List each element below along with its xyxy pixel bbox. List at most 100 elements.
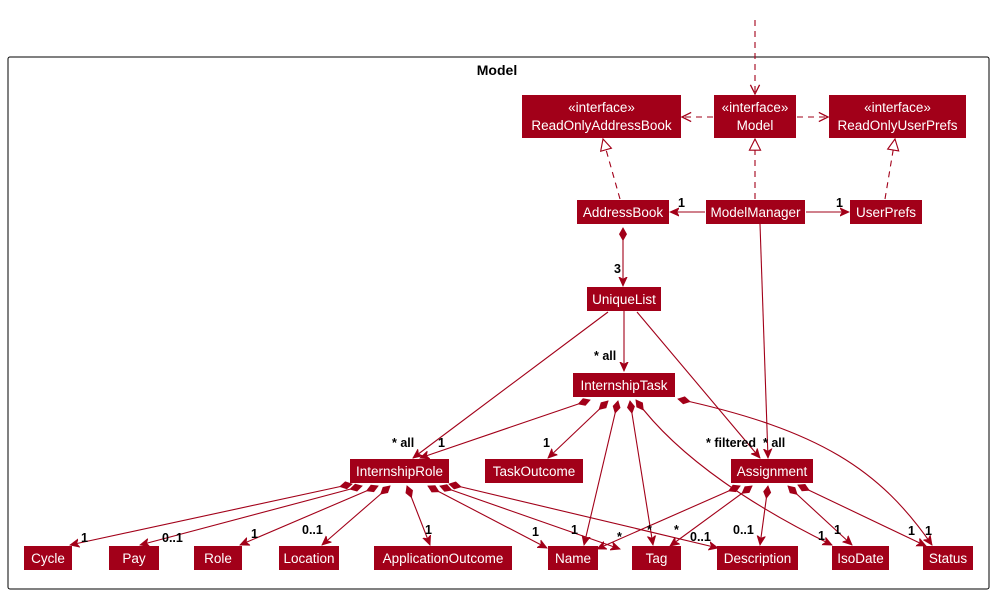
node-role[interactable]: Role bbox=[194, 546, 242, 570]
multiplicity-label: 1 bbox=[678, 196, 685, 210]
node-box bbox=[587, 287, 661, 311]
node-pay[interactable]: Pay bbox=[109, 546, 159, 570]
node-label: Model bbox=[737, 118, 774, 133]
node-box bbox=[573, 373, 675, 397]
multiplicity-label: 1 bbox=[834, 523, 841, 537]
node-application-outcome[interactable]: ApplicationOutcome bbox=[374, 546, 512, 570]
node-box bbox=[717, 546, 798, 570]
multiplicity-label: 1 bbox=[438, 436, 445, 450]
node-stereotype: «interface» bbox=[722, 100, 789, 115]
multiplicity-label: 1 bbox=[908, 524, 915, 538]
multiplicity-label: 3 bbox=[614, 262, 621, 276]
node-box bbox=[714, 95, 796, 138]
node-model[interactable]: «interface» Model bbox=[714, 95, 796, 138]
node-box bbox=[109, 546, 159, 570]
node-box bbox=[731, 459, 813, 483]
node-box bbox=[829, 95, 966, 138]
node-stereotype: «interface» bbox=[864, 100, 931, 115]
node-label: UniqueList bbox=[592, 292, 656, 307]
node-model-manager[interactable]: ModelManager bbox=[706, 200, 805, 224]
node-label: Cycle bbox=[31, 551, 65, 566]
node-read-only-address-book[interactable]: «interface» ReadOnlyAddressBook bbox=[522, 95, 681, 138]
multiplicity-label: * all bbox=[763, 436, 785, 450]
node-box bbox=[24, 546, 72, 570]
node-label: ApplicationOutcome bbox=[383, 551, 504, 566]
multiplicity-label: 1 bbox=[532, 525, 539, 539]
node-label: Description bbox=[724, 551, 792, 566]
node-name[interactable]: Name bbox=[548, 546, 598, 570]
multiplicity-label: 1 bbox=[251, 527, 258, 541]
node-label: Location bbox=[283, 551, 334, 566]
node-box bbox=[577, 200, 669, 224]
node-box bbox=[279, 546, 339, 570]
multiplicity-label: 1 bbox=[836, 196, 843, 210]
multiplicity-label: 1 bbox=[925, 524, 932, 538]
node-label: Pay bbox=[122, 551, 146, 566]
node-box bbox=[485, 459, 583, 483]
node-address-book[interactable]: AddressBook bbox=[577, 200, 669, 224]
node-label: ReadOnlyUserPrefs bbox=[837, 118, 957, 133]
node-label: InternshipTask bbox=[580, 378, 667, 393]
multiplicity-label: * filtered bbox=[706, 436, 756, 450]
node-box bbox=[832, 546, 889, 570]
multiplicity-labels: 1 1 3 * all * all 1 1 * filtered * all 1… bbox=[81, 196, 932, 545]
node-tag[interactable]: Tag bbox=[632, 546, 681, 570]
edges bbox=[70, 20, 932, 549]
package-title: Model bbox=[477, 62, 517, 78]
multiplicity-label: 0..1 bbox=[302, 523, 323, 537]
node-stereotype: «interface» bbox=[568, 100, 635, 115]
multiplicity-label: * bbox=[617, 530, 622, 544]
node-label: AddressBook bbox=[583, 205, 664, 220]
node-label: IsoDate bbox=[837, 551, 884, 566]
node-status[interactable]: Status bbox=[923, 546, 973, 570]
multiplicity-label: * bbox=[647, 523, 652, 537]
multiplicity-label: * all bbox=[392, 436, 414, 450]
node-label: Status bbox=[929, 551, 968, 566]
node-read-only-user-prefs[interactable]: «interface» ReadOnlyUserPrefs bbox=[829, 95, 966, 138]
assignment-to-tag-edge bbox=[670, 486, 752, 546]
node-label: Name bbox=[555, 551, 591, 566]
node-label: ModelManager bbox=[710, 205, 801, 220]
node-box bbox=[706, 200, 805, 224]
node-unique-list[interactable]: UniqueList bbox=[587, 287, 661, 311]
node-task-outcome[interactable]: TaskOutcome bbox=[485, 459, 583, 483]
node-box bbox=[374, 546, 512, 570]
node-label: Tag bbox=[646, 551, 668, 566]
node-box bbox=[194, 546, 242, 570]
multiplicity-label: 0..1 bbox=[733, 523, 754, 537]
internshiprole-to-applicationoutcome-edge bbox=[407, 486, 430, 545]
node-box bbox=[548, 546, 598, 570]
multiplicity-label: 1 bbox=[425, 523, 432, 537]
node-label: InternshipRole bbox=[356, 464, 443, 479]
node-label: UserPrefs bbox=[856, 205, 916, 220]
multiplicity-label: 1 bbox=[818, 529, 825, 543]
multiplicity-label: 1 bbox=[81, 531, 88, 545]
assignment-to-description-edge bbox=[760, 486, 768, 545]
node-box bbox=[632, 546, 681, 570]
node-box bbox=[850, 200, 922, 224]
assignment-to-status-edge bbox=[798, 485, 926, 547]
node-box bbox=[522, 95, 681, 138]
multiplicity-label: * all bbox=[594, 349, 616, 363]
node-label: Assignment bbox=[737, 464, 808, 479]
node-box bbox=[350, 459, 449, 483]
multiplicity-label: * bbox=[674, 523, 679, 537]
multiplicity-label: 1 bbox=[571, 523, 578, 537]
node-label: Role bbox=[204, 551, 232, 566]
internshiprole-to-location-edge bbox=[322, 486, 390, 545]
node-cycle[interactable]: Cycle bbox=[24, 546, 72, 570]
multiplicity-label: 0..1 bbox=[162, 531, 183, 545]
node-user-prefs[interactable]: UserPrefs bbox=[850, 200, 922, 224]
node-location[interactable]: Location bbox=[279, 546, 339, 570]
node-iso-date[interactable]: IsoDate bbox=[832, 546, 889, 570]
node-assignment[interactable]: Assignment bbox=[731, 459, 813, 483]
node-internship-task[interactable]: InternshipTask bbox=[573, 373, 675, 397]
node-description[interactable]: Description bbox=[717, 546, 798, 570]
multiplicity-label: 0..1 bbox=[690, 530, 711, 544]
node-label: TaskOutcome bbox=[493, 464, 576, 479]
node-internship-role[interactable]: InternshipRole bbox=[350, 459, 449, 483]
node-label: ReadOnlyAddressBook bbox=[531, 118, 672, 133]
node-box bbox=[923, 546, 973, 570]
multiplicity-label: 1 bbox=[543, 436, 550, 450]
